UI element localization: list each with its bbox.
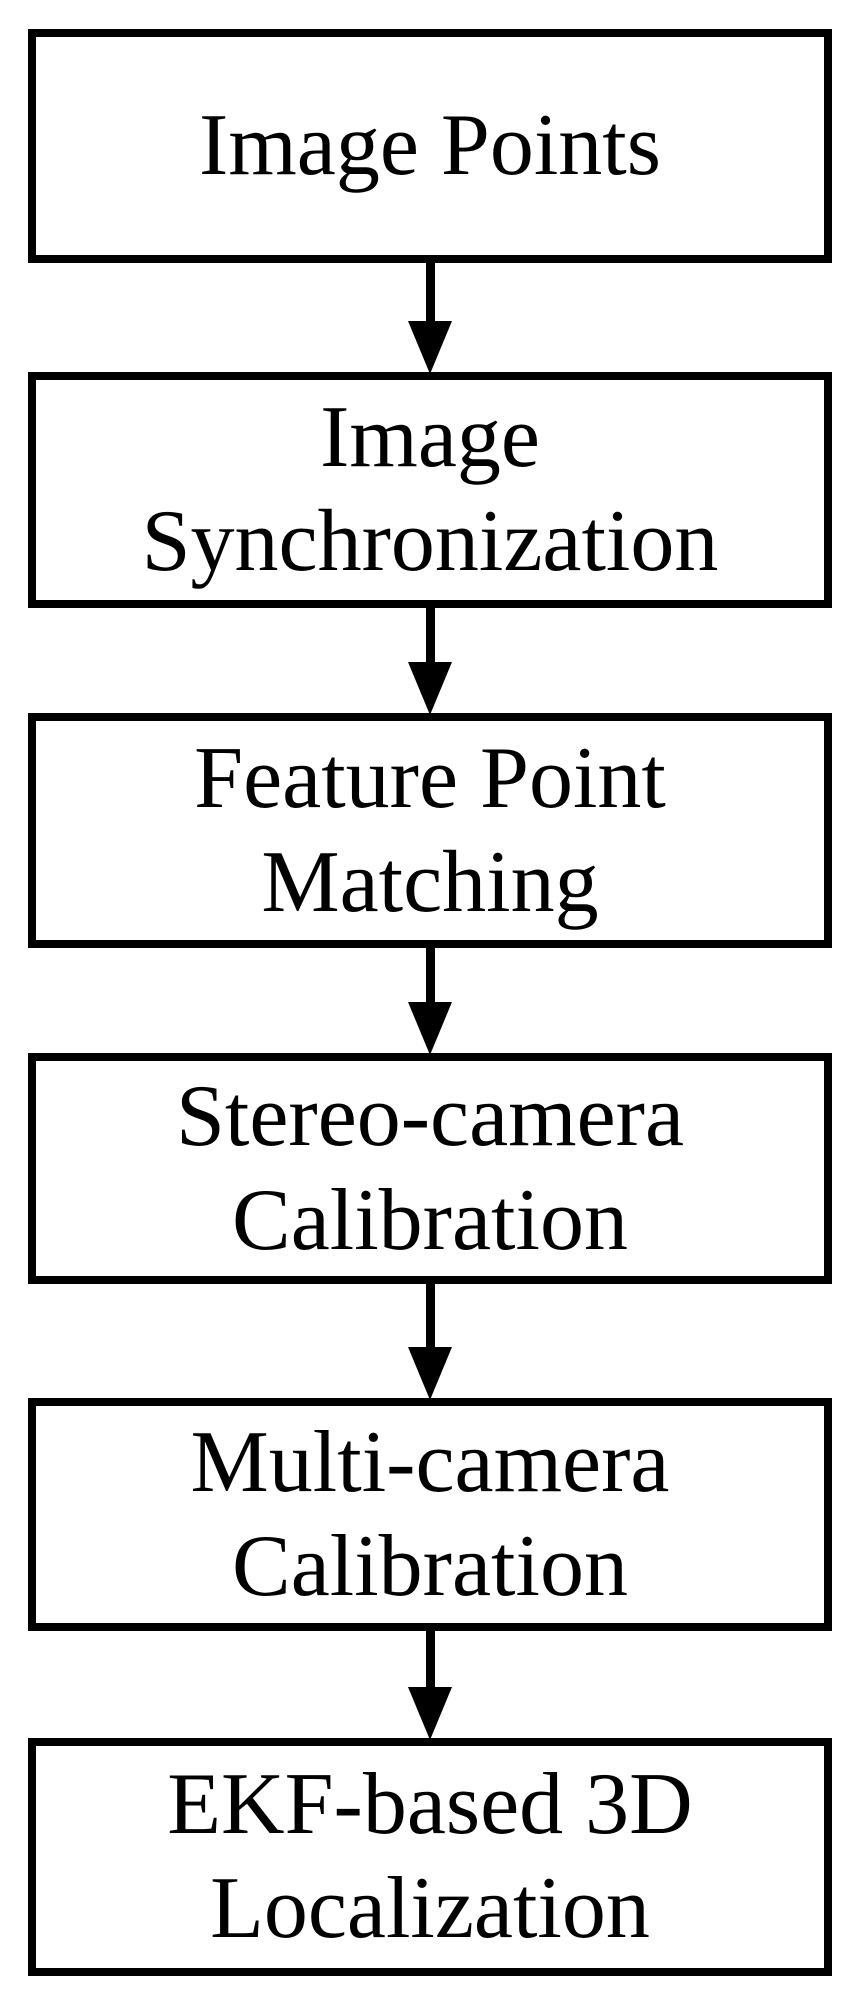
node-label: Feature Point — [194, 729, 666, 827]
node-image-points: Image Points — [28, 29, 832, 263]
arrow-shaft — [425, 946, 435, 1002]
node-label: Synchronization — [141, 493, 719, 590]
node-multi-camera-calibration: Multi-camera Calibration — [28, 1398, 832, 1631]
arrow-shaft — [425, 606, 435, 662]
arrow-shaft — [425, 1282, 435, 1347]
arrow-down-icon — [408, 1347, 452, 1400]
node-image-synchronization: Image Synchronization — [28, 372, 832, 608]
node-label: Multi-camera — [190, 1413, 670, 1511]
flow-arrow-1 — [408, 261, 452, 374]
node-label: Image Points — [199, 97, 661, 194]
arrow-down-icon — [408, 321, 452, 374]
node-label: Matching — [261, 833, 599, 931]
flow-arrow-2 — [408, 606, 452, 715]
flow-arrow-5 — [408, 1628, 452, 1740]
arrow-shaft — [425, 1628, 435, 1687]
flow-arrow-3 — [408, 946, 452, 1055]
arrow-shaft — [425, 261, 435, 321]
node-label: EKF-based 3D — [167, 1756, 693, 1853]
arrow-down-icon — [408, 1002, 452, 1055]
node-feature-point-matching: Feature Point Matching — [28, 713, 832, 948]
arrow-down-icon — [408, 662, 452, 715]
arrow-down-icon — [408, 1687, 452, 1740]
node-label: Stereo-camera — [175, 1067, 685, 1165]
node-stereo-camera-calibration: Stereo-camera Calibration — [28, 1053, 832, 1284]
node-ekf-based-3d-localization: EKF-based 3D Localization — [28, 1738, 832, 1976]
node-label: Calibration — [232, 1517, 628, 1615]
flow-arrow-4 — [408, 1282, 452, 1400]
node-label: Calibration — [232, 1171, 628, 1269]
node-label: Image — [320, 389, 540, 486]
node-label: Localization — [210, 1860, 650, 1957]
